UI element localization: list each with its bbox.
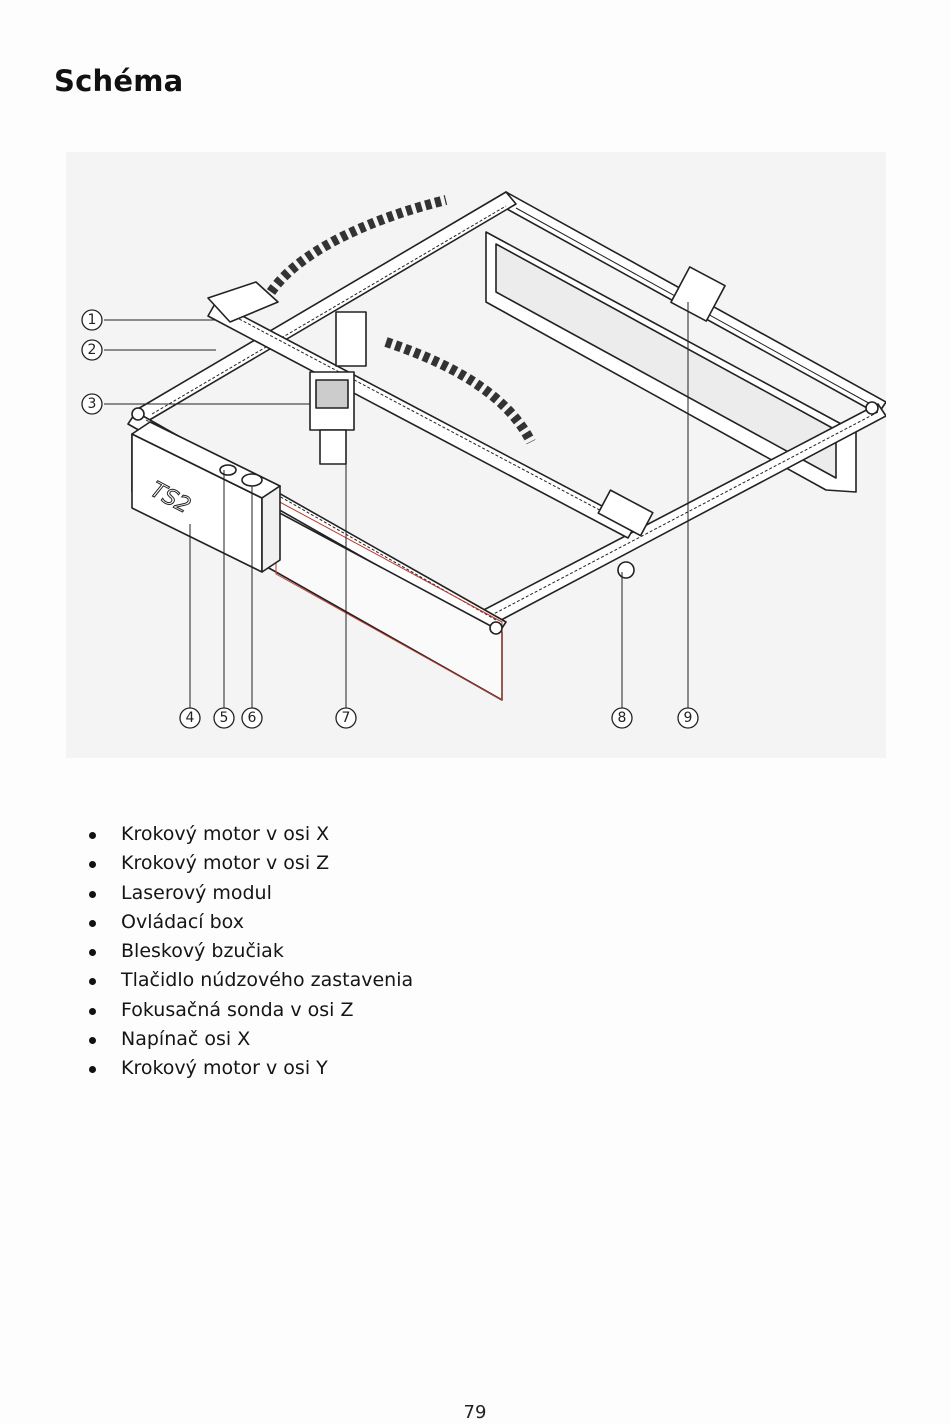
list-item: Krokový motor v osi Z <box>0 849 413 878</box>
engraver-line-drawing: 1 2 3 4 5 6 7 8 9 TS2 <box>81 191 886 729</box>
callout-7: 7 <box>342 710 351 726</box>
callout-2: 2 <box>88 342 97 358</box>
bullet-icon <box>89 1037 96 1045</box>
x-gantry <box>207 301 637 539</box>
x-motor <box>207 281 279 323</box>
bullet-icon <box>89 890 96 898</box>
list-item: Krokový motor v osi X <box>0 820 413 849</box>
bullet-icon <box>89 919 96 927</box>
callout-4: 4 <box>186 710 195 726</box>
drag-chain-x <box>384 337 536 445</box>
buzzer <box>219 464 237 476</box>
list-item: Krokový motor v osi Y <box>0 1054 413 1083</box>
callout-5: 5 <box>220 710 229 726</box>
list-item: Ovládací box <box>0 908 413 937</box>
x-tensioner <box>597 489 654 537</box>
parts-list: Krokový motor v osi X Krokový motor v os… <box>0 820 413 1084</box>
drag-chain-y <box>266 195 448 295</box>
list-item: Bleskový bzučiak <box>0 937 413 966</box>
list-item: Napínač osi X <box>0 1025 413 1054</box>
bullet-icon <box>89 949 96 957</box>
bullet-icon <box>89 832 96 839</box>
bullet-icon <box>89 1066 96 1074</box>
y-motor <box>670 266 726 322</box>
emergency-stop <box>241 473 263 487</box>
list-item: Fokusačná sonda v osi Z <box>0 996 413 1025</box>
bullet-icon <box>89 861 96 869</box>
callout-3: 3 <box>88 396 97 412</box>
bullet-icon <box>89 978 96 986</box>
bullet-icon <box>89 1007 96 1015</box>
callout-6: 6 <box>248 710 257 726</box>
laser-engraver-diagram: 1 2 3 4 5 6 7 8 9 TS2 <box>66 152 886 758</box>
list-item: Tlačidlo núdzového zastavenia <box>0 966 413 995</box>
callout-1: 1 <box>88 312 97 328</box>
callout-9: 9 <box>684 710 693 726</box>
callout-8: 8 <box>618 710 627 726</box>
page-title: Schéma <box>54 64 184 98</box>
list-item: Laserový modul <box>0 879 413 908</box>
page-number: 79 <box>463 1402 487 1423</box>
